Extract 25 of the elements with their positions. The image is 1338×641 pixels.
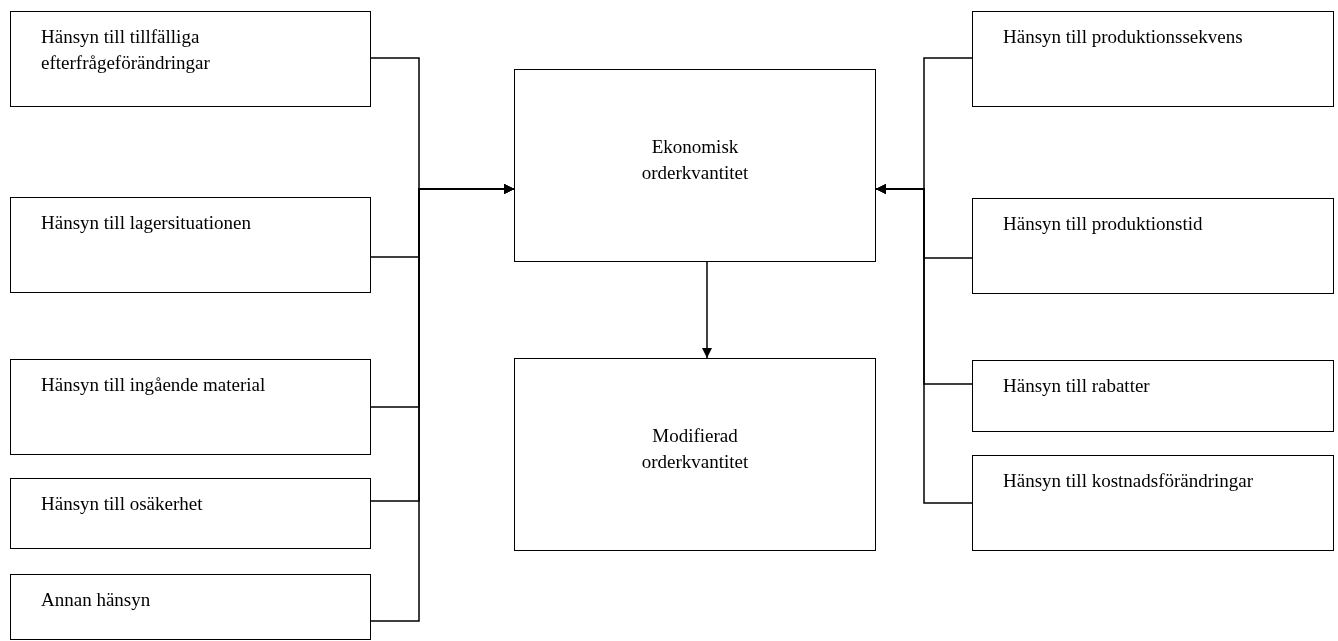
box-label: Ekonomisk orderkvantitet xyxy=(640,134,750,185)
box-label: Hänsyn till produktionssekvens xyxy=(1003,25,1243,49)
process-box xyxy=(514,69,876,262)
process-box xyxy=(10,478,371,549)
process-box xyxy=(10,11,371,107)
process-box xyxy=(10,574,371,640)
process-box xyxy=(10,197,371,293)
process-box xyxy=(972,360,1334,432)
process-box xyxy=(514,358,876,551)
box-label: Hänsyn till lagersituationen xyxy=(41,211,251,235)
box-label: Hänsyn till osäkerhet xyxy=(41,492,203,516)
box-label: Hänsyn till kostnadsförändringar xyxy=(1003,469,1254,493)
process-box xyxy=(10,359,371,455)
connector-arrow xyxy=(875,184,973,504)
box-label: Hänsyn till ingående material xyxy=(41,373,266,397)
box-label: Hänsyn till produktionstid xyxy=(1003,212,1203,236)
connector-arrow xyxy=(702,261,712,359)
box-label: Modifierad orderkvantitet xyxy=(640,423,750,474)
box-label: Hänsyn till rabatter xyxy=(1003,374,1150,398)
process-box xyxy=(972,11,1334,107)
process-box xyxy=(972,455,1334,551)
process-box xyxy=(972,198,1334,294)
box-label: Annan hänsyn xyxy=(41,588,151,612)
box-label: Hänsyn till tillfälliga efterfrågeförändringar xyxy=(41,25,211,75)
connector-arrow xyxy=(370,184,515,622)
